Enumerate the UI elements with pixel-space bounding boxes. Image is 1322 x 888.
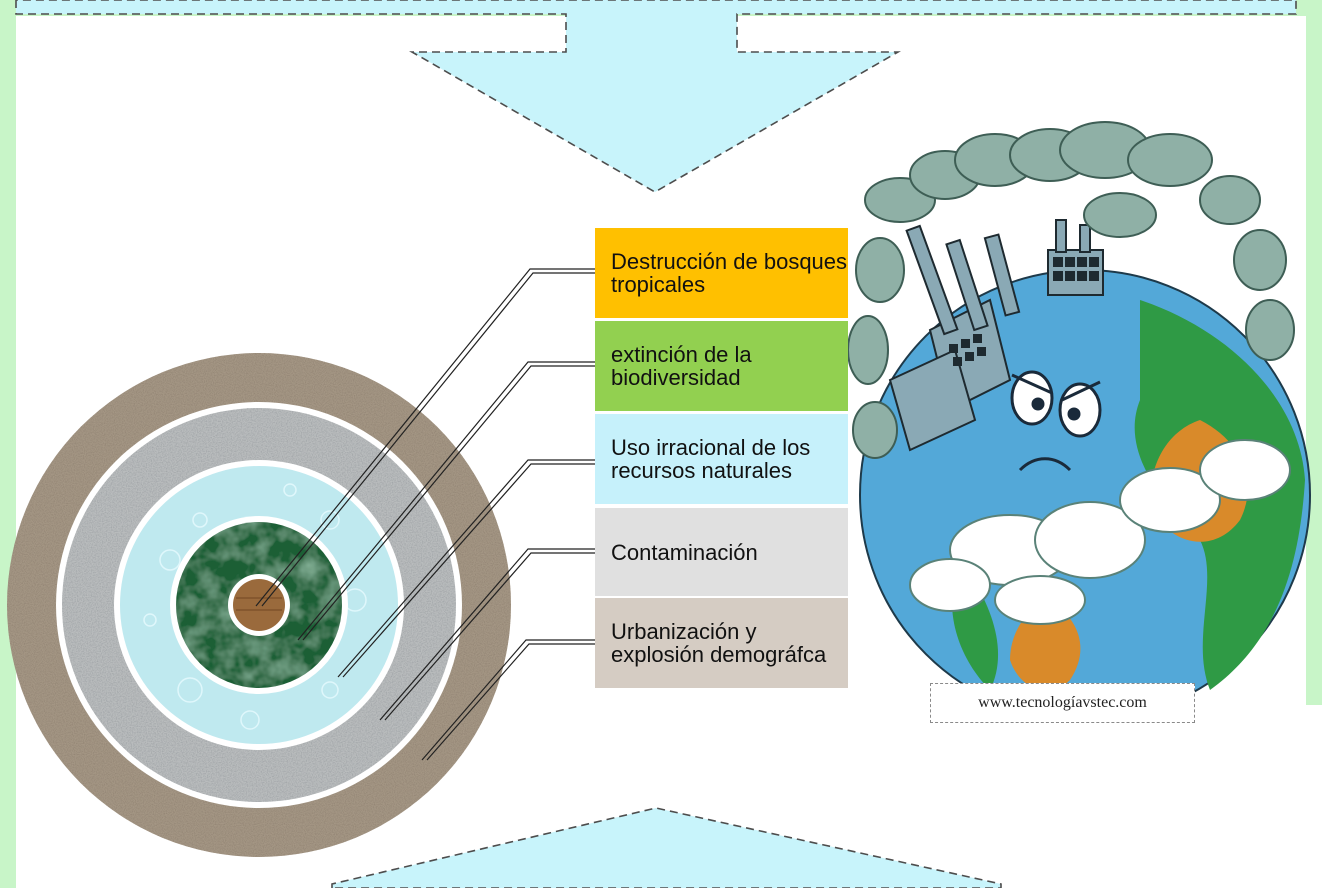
leader-lines — [255, 268, 595, 761]
label-biodiversidad-text: extinción de la biodiversidad — [611, 342, 752, 390]
source-caption-text: www.tecnologíavstec.com — [978, 694, 1147, 711]
bottom-arrow-callout — [331, 807, 1002, 888]
leader-line-urbanizacion — [421, 639, 595, 761]
smoke-cloud-icon — [909, 439, 1291, 625]
label-recursos-text: Uso irracional de los recursos naturales — [611, 435, 811, 483]
label-urbanizacion-text: Urbanización y explosión demográfca — [611, 619, 827, 667]
leader-line-contaminacion — [379, 548, 595, 721]
leader-line-urbanizacion-2 — [426, 643, 595, 761]
concentric-rings-diagram — [7, 353, 511, 857]
label-contaminacion: Contaminación — [595, 508, 848, 596]
leader-line-recursos-2 — [342, 463, 595, 678]
label-biodiversidad: extinción de la biodiversidad — [595, 321, 848, 411]
leader-line-biodiversidad-2 — [302, 365, 595, 641]
factory-icon — [1047, 219, 1104, 296]
leader-line-recursos — [337, 459, 595, 678]
label-recursos: Uso irracional de los recursos naturales — [595, 414, 848, 504]
polluted-earth-illustration — [847, 121, 1311, 721]
angry-face — [1010, 370, 1102, 472]
ring-bosques-core — [233, 579, 285, 631]
leader-line-bosques — [255, 268, 595, 607]
label-contaminacion-text: Contaminación — [611, 539, 758, 565]
label-urbanizacion: Urbanización y explosión demográfca — [595, 598, 848, 688]
label-bosques-text: Destrucción de bosques tropicales — [611, 249, 848, 297]
leader-line-biodiversidad — [297, 361, 595, 641]
label-bosques: Destrucción de bosques tropicales — [595, 228, 848, 318]
smoke-cloud-icon — [847, 121, 1295, 459]
frame-right-strip — [1306, 0, 1322, 705]
factory-icon — [888, 224, 1021, 452]
leader-line-bosques-2 — [261, 272, 595, 607]
top-arrow-callout — [15, 0, 1297, 193]
source-caption: www.tecnologíavstec.com — [930, 683, 1195, 723]
frame-left-strip — [0, 0, 16, 888]
leader-line-contaminacion-2 — [384, 552, 595, 721]
